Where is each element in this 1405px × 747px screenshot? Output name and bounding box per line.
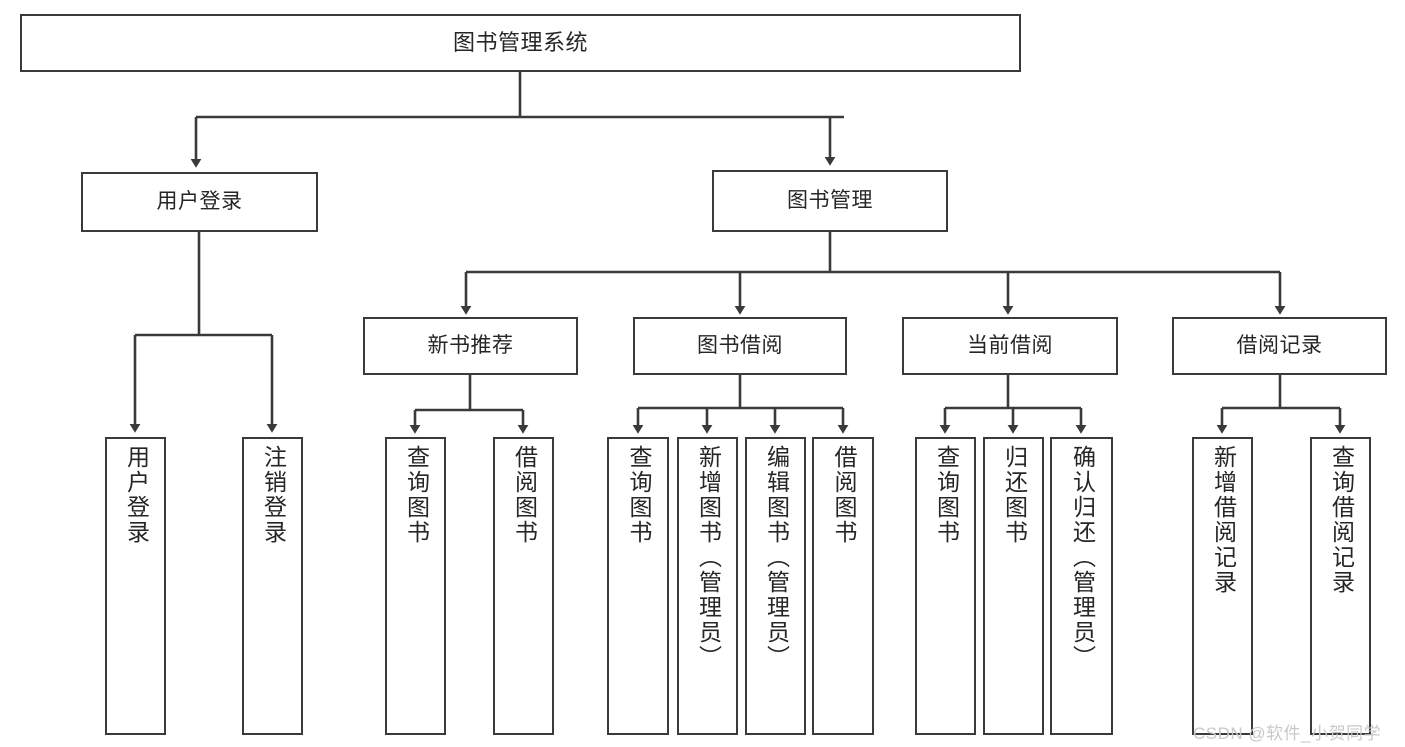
node-leaf-query-book-3[interactable]: 查询图书 bbox=[915, 437, 976, 735]
node-current-borrow-label: 当前借阅 bbox=[967, 333, 1053, 357]
node-root[interactable]: 图书管理系统 bbox=[20, 14, 1021, 72]
node-leaf-confirm-return[interactable]: 确认归还（管理员） bbox=[1050, 437, 1113, 735]
node-leaf-add-book[interactable]: 新增图书（管理员） bbox=[677, 437, 738, 735]
node-borrow-record-label: 借阅记录 bbox=[1236, 333, 1323, 357]
csdn-watermark: CSDN @软件_小贺同学 bbox=[1193, 724, 1382, 743]
node-leaf-edit-book[interactable]: 编辑图书（管理员） bbox=[745, 437, 806, 735]
node-leaf-query-book-2-label: 查询图书 bbox=[625, 445, 652, 545]
node-root-label: 图书管理系统 bbox=[452, 30, 588, 56]
node-leaf-borrow-book-1-label: 借阅图书 bbox=[511, 445, 538, 545]
node-leaf-add-record[interactable]: 新增借阅记录 bbox=[1192, 437, 1253, 735]
node-leaf-user-logout-label: 注销登录 bbox=[260, 445, 287, 545]
node-book-borrow[interactable]: 图书借阅 bbox=[633, 317, 847, 375]
node-user-login-label: 用户登录 bbox=[156, 189, 243, 213]
node-leaf-borrow-book-2[interactable]: 借阅图书 bbox=[812, 437, 874, 735]
node-leaf-user-logout[interactable]: 注销登录 bbox=[242, 437, 303, 735]
node-leaf-edit-book-label: 编辑图书（管理员） bbox=[763, 445, 790, 670]
node-leaf-borrow-book-1[interactable]: 借阅图书 bbox=[493, 437, 554, 735]
node-book-manage[interactable]: 图书管理 bbox=[712, 170, 948, 232]
node-user-login[interactable]: 用户登录 bbox=[81, 172, 318, 232]
node-leaf-add-book-label: 新增图书（管理员） bbox=[695, 445, 722, 670]
node-leaf-query-book-1[interactable]: 查询图书 bbox=[385, 437, 446, 735]
node-borrow-record[interactable]: 借阅记录 bbox=[1172, 317, 1387, 375]
node-book-borrow-label: 图书借阅 bbox=[697, 333, 783, 357]
node-leaf-query-book-3-label: 查询图书 bbox=[933, 445, 960, 545]
node-current-borrow[interactable]: 当前借阅 bbox=[902, 317, 1118, 375]
node-leaf-query-record-label: 查询借阅记录 bbox=[1328, 445, 1355, 595]
node-book-manage-label: 图书管理 bbox=[787, 188, 873, 212]
node-new-book-recommend-label: 新书推荐 bbox=[427, 333, 514, 357]
node-leaf-user-login[interactable]: 用户登录 bbox=[105, 437, 166, 735]
node-leaf-borrow-book-2-label: 借阅图书 bbox=[830, 445, 857, 545]
node-leaf-query-record[interactable]: 查询借阅记录 bbox=[1310, 437, 1371, 735]
node-leaf-user-login-label: 用户登录 bbox=[123, 445, 150, 545]
node-leaf-confirm-return-label: 确认归还（管理员） bbox=[1069, 445, 1096, 670]
node-leaf-query-book-1-label: 查询图书 bbox=[403, 445, 430, 545]
node-leaf-query-book-2[interactable]: 查询图书 bbox=[607, 437, 669, 735]
node-new-book-recommend[interactable]: 新书推荐 bbox=[363, 317, 578, 375]
node-leaf-return-book[interactable]: 归还图书 bbox=[983, 437, 1044, 735]
node-leaf-add-record-label: 新增借阅记录 bbox=[1210, 445, 1237, 595]
node-leaf-return-book-label: 归还图书 bbox=[1001, 445, 1028, 545]
